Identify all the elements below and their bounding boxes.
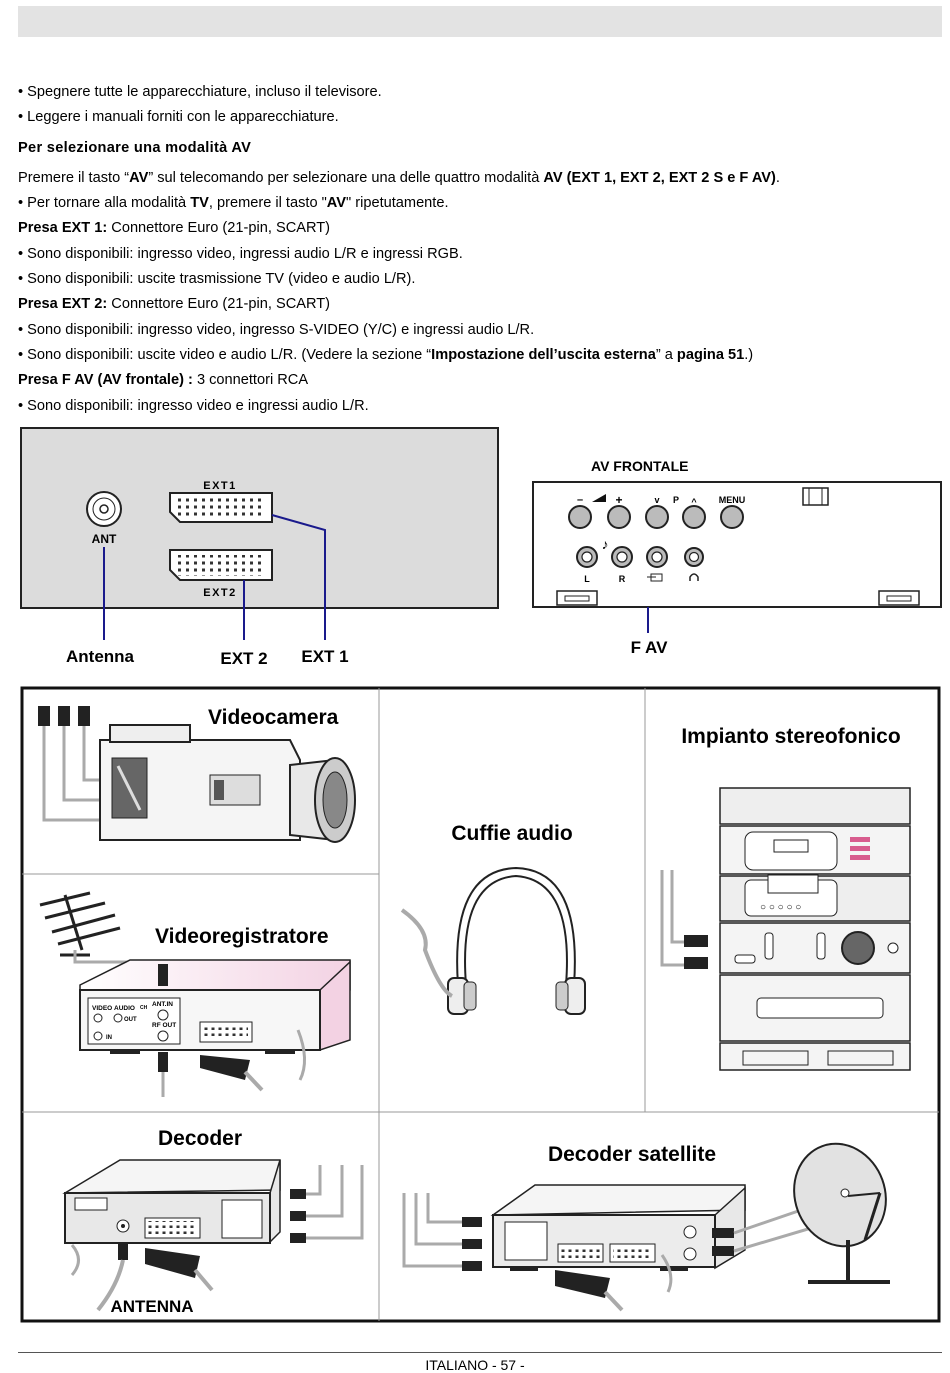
- decoder-cell: Decoder ANTENNA: [62, 1127, 364, 1316]
- audio-note-icon: ♪: [602, 536, 609, 552]
- ext2-bullet-2: • Sono disponibili: uscite video e audio…: [18, 346, 754, 363]
- instructions: • Spegnere tutte le apparecchiature, inc…: [18, 80, 933, 419]
- front-panel: AV FRONTALE – + v P ^ MENU ♪ L R: [532, 458, 942, 657]
- videocamera-icon: [99, 724, 356, 843]
- device-connection-grid: Videocamera: [20, 686, 941, 1323]
- ext1-heading: Presa EXT 1: Connettore Euro (21-pin, SC…: [18, 220, 331, 237]
- program-down-button: [645, 505, 669, 529]
- program-up-button: [682, 505, 706, 529]
- vcr-video-label: VIDEO: [92, 1005, 112, 1012]
- volume-down-button: [568, 505, 592, 529]
- videoregistratore-cell: Videoregistratore VIDEO AUDIO CH ANT.IN …: [39, 891, 351, 1097]
- ext1-bullet-2: • Sono disponibili: uscite trasmissione …: [18, 271, 416, 288]
- headphone-icon: [689, 573, 699, 581]
- connection-panel-diagram: ANT EXT1 EXT2 Antenna EXT 2 EXT 1 AV FRO…: [20, 427, 942, 668]
- volume-up-button: [607, 505, 631, 529]
- callout-ext2: EXT 2: [220, 649, 267, 668]
- section-heading: Per selezionare una modalità AV: [18, 139, 252, 156]
- video-input-icon: [647, 573, 663, 582]
- vcr-out-label: OUT: [124, 1017, 137, 1023]
- fav-bullet-1: • Sono disponibili: ingresso video e ing…: [18, 397, 369, 414]
- ext1-bullet-1: • Sono disponibili: ingresso video, ingr…: [18, 245, 463, 262]
- ext2-heading: Presa EXT 2: Connettore Euro (21-pin, SC…: [18, 296, 331, 313]
- decoder-icon: [62, 1159, 364, 1312]
- vcr-in-label: IN: [106, 1035, 112, 1041]
- fav-heading: Presa F AV (AV frontale) : 3 connettori …: [18, 372, 309, 389]
- svg-text:○ ○ ○ ○ ○: ○ ○ ○ ○ ○: [760, 902, 801, 913]
- ant-label: ANT: [92, 532, 117, 546]
- menu-label: MENU: [719, 495, 746, 505]
- antenna-label: ANTENNA: [110, 1297, 193, 1316]
- program-up-label: ^: [691, 497, 697, 507]
- vcr-audio-label: AUDIO: [114, 1005, 135, 1012]
- decoder-satellite-title: Decoder satellite: [548, 1143, 716, 1166]
- ext2-scart-icon: [169, 549, 273, 581]
- page-footer: ITALIANO - 57 -: [425, 1357, 525, 1373]
- audio-l-label: L: [584, 574, 590, 584]
- bullet-switch-off: • Spegnere tutte le apparecchiature, inc…: [18, 84, 382, 100]
- antenna-socket-icon: [86, 491, 122, 527]
- vcr-icon: VIDEO AUDIO CH ANT.IN RF OUT OUT IN: [79, 959, 351, 1097]
- cuffie-cell: Cuffie audio: [400, 822, 586, 1015]
- vcr-ch-label: CH: [140, 1005, 148, 1011]
- ext1-label: EXT1: [203, 480, 237, 492]
- ext1-scart-icon: [169, 492, 273, 523]
- decoder-satellite-cell: Decoder satellite: [402, 1142, 890, 1312]
- satellite-decoder-icon: [402, 1184, 856, 1312]
- ext2-label: EXT2: [203, 587, 237, 599]
- ext2-bullet-1: • Sono disponibili: ingresso video, ingr…: [18, 321, 535, 338]
- volume-plus-label: +: [615, 493, 622, 507]
- satellite-dish-icon: [793, 1142, 890, 1284]
- videocamera-cell: Videocamera: [38, 706, 356, 843]
- cuffie-title: Cuffie audio: [451, 822, 572, 845]
- intro-paragraph: Premere il tasto “AV” sul telecomando pe…: [18, 169, 780, 186]
- menu-button: [720, 505, 744, 529]
- rear-panel: ANT EXT1 EXT2 Antenna EXT 2 EXT 1: [20, 427, 499, 668]
- videocamera-title: Videocamera: [208, 706, 339, 729]
- bullet-return-tv: • Per tornare alla modalità TV, premere …: [18, 195, 449, 212]
- stereo-cell: Impianto stereofonico ○ ○ ○ ○ ○: [660, 725, 911, 1071]
- stereo-system-icon: ○ ○ ○ ○ ○: [660, 787, 911, 1071]
- audio-r-label: R: [619, 574, 626, 584]
- vcr-antin-label: ANT.IN: [152, 1001, 173, 1008]
- callout-ext1: EXT 1: [301, 647, 348, 666]
- volume-ramp-icon: [592, 494, 606, 502]
- front-panel-title: AV FRONTALE: [591, 458, 688, 474]
- callout-antenna: Antenna: [66, 647, 135, 666]
- program-down-label: v: [654, 495, 659, 505]
- stereo-title: Impianto stereofonico: [681, 725, 900, 748]
- decoder-title: Decoder: [158, 1127, 242, 1150]
- videoregistratore-title: Videoregistratore: [155, 925, 329, 948]
- footer-rule: [18, 1352, 942, 1353]
- headphones-icon: [400, 866, 586, 1015]
- header-bar: [18, 6, 942, 37]
- program-label: P: [673, 495, 679, 505]
- bullet-read-manuals: • Leggere i manuali forniti con le appar…: [18, 109, 339, 126]
- callout-fav: F AV: [631, 638, 668, 657]
- volume-minus-label: –: [577, 494, 583, 506]
- vcr-rfout-label: RF OUT: [152, 1022, 176, 1029]
